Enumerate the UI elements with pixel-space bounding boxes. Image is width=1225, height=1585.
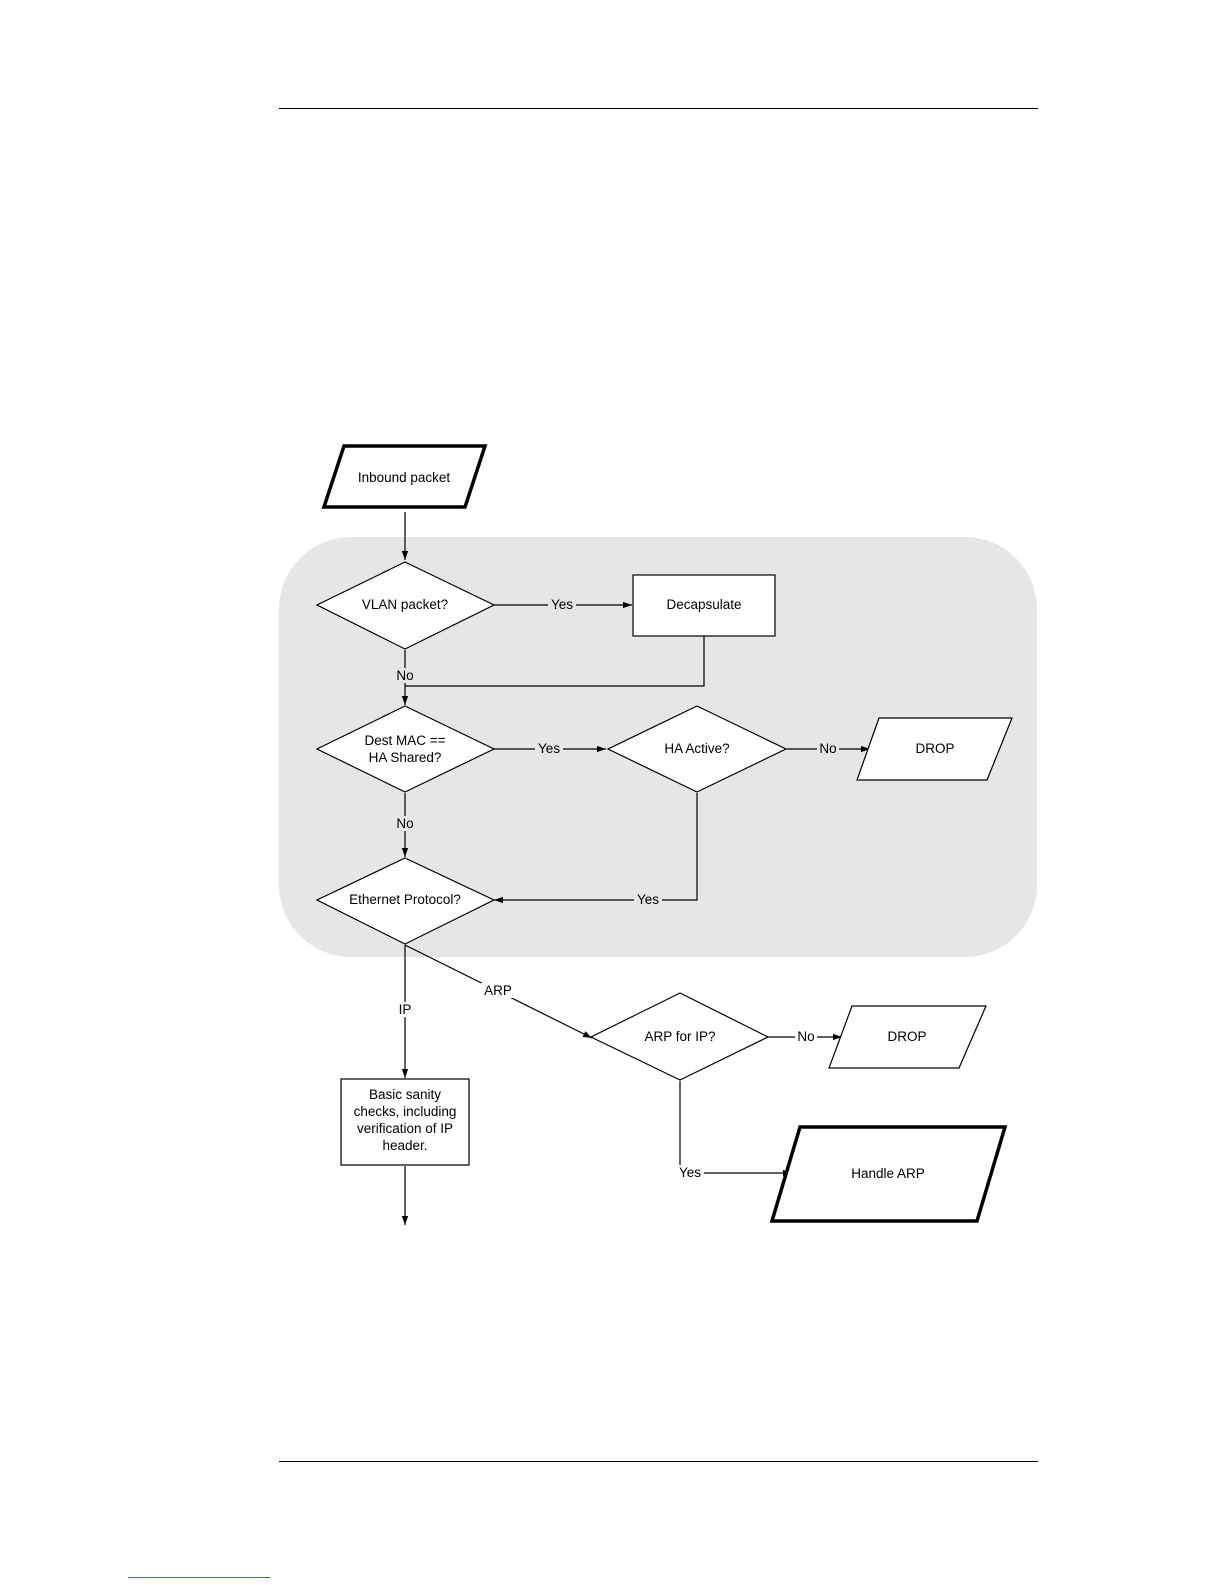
- node-sanity-line1: Basic sanity: [369, 1087, 441, 1102]
- edge-label-vlan-no: No: [396, 668, 413, 683]
- node-vlan-decision-label: VLAN packet?: [362, 597, 448, 612]
- edge-label-arp-yes: Yes: [679, 1165, 701, 1180]
- edge-label-destmac-yes: Yes: [538, 741, 560, 756]
- node-destmac-label-line2: HA Shared?: [369, 750, 442, 765]
- edge-label-haactive-yes: Yes: [637, 892, 659, 907]
- node-arp-for-ip-label: ARP for IP?: [644, 1029, 715, 1044]
- edge-label-eth-arp: ARP: [484, 983, 512, 998]
- node-drop-1-label: DROP: [915, 741, 954, 756]
- node-sanity-line3: verification of IP: [357, 1121, 453, 1136]
- node-haactive-label: HA Active?: [664, 741, 729, 756]
- edge-arp-yes: [680, 1081, 792, 1173]
- edge-label-haactive-no: No: [819, 741, 836, 756]
- edge-label-arp-no: No: [797, 1029, 814, 1044]
- edge-label-vlan-yes: Yes: [551, 597, 573, 612]
- node-inbound-packet-label: Inbound packet: [358, 470, 451, 485]
- node-sanity-line2: checks, including: [354, 1104, 457, 1119]
- edge-label-destmac-no: No: [396, 816, 413, 831]
- node-decapsulate-label: Decapsulate: [666, 597, 741, 612]
- node-handle-arp-label: Handle ARP: [851, 1166, 925, 1181]
- node-destmac-label-line1: Dest MAC ==: [364, 733, 445, 748]
- node-ethernet-protocol-label: Ethernet Protocol?: [349, 892, 461, 907]
- node-drop-2-label: DROP: [887, 1029, 926, 1044]
- node-sanity-line4: header.: [382, 1138, 427, 1153]
- edge-label-eth-ip: IP: [399, 1002, 412, 1017]
